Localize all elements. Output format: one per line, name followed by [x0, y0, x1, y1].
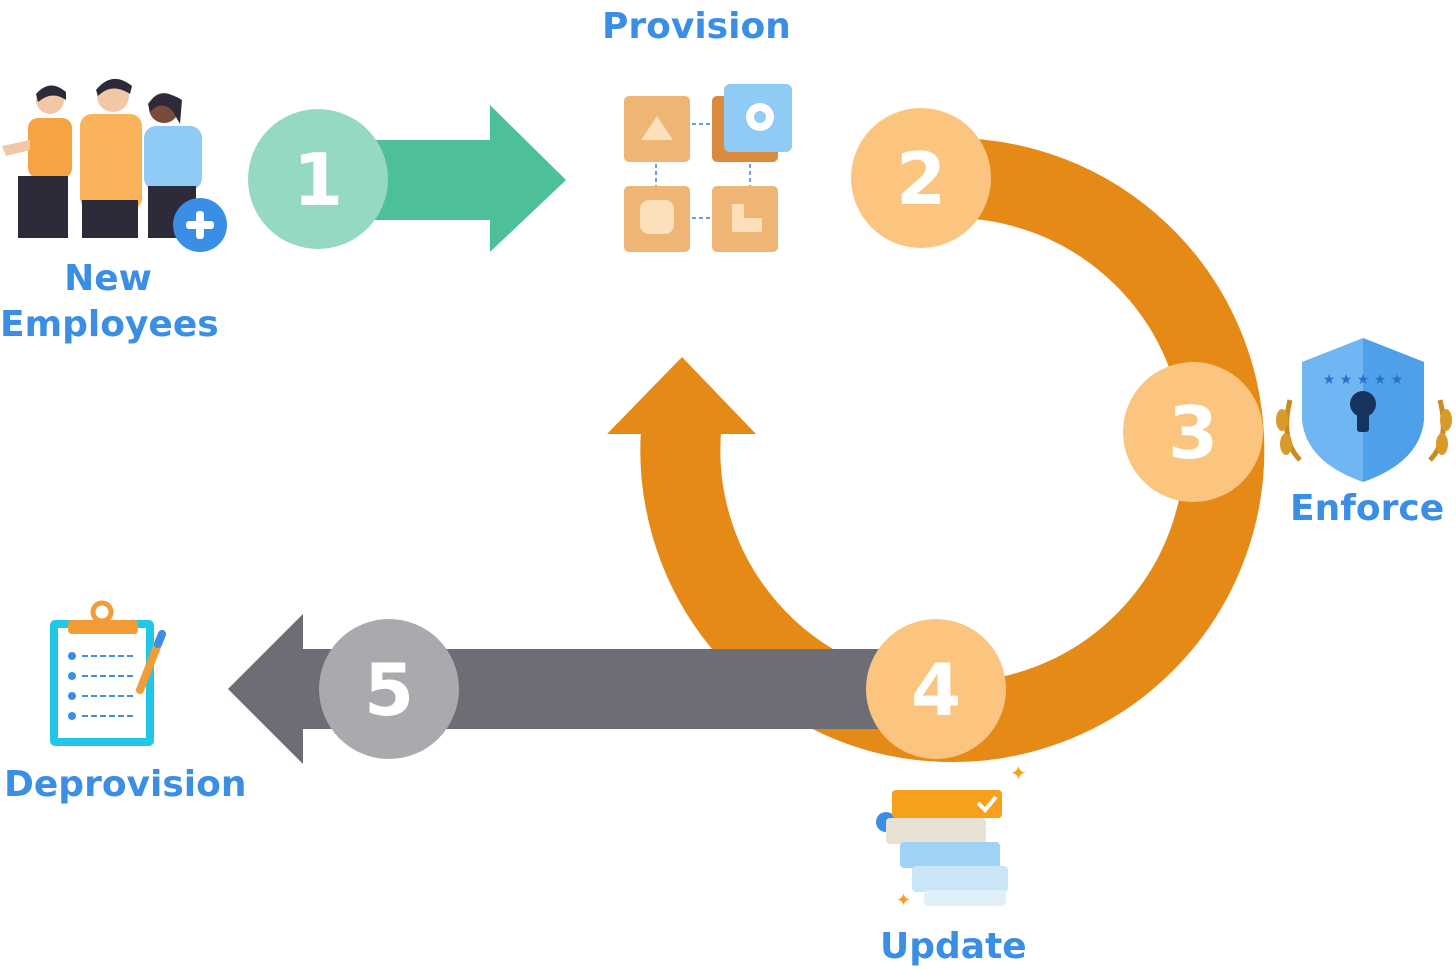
svg-text:✦: ✦ [896, 890, 911, 911]
deprovision-label: Deprovision [4, 764, 247, 805]
cycle-arrow-head [607, 357, 756, 434]
step-1: 1 [248, 109, 388, 249]
update-label: Update [880, 926, 1027, 967]
svg-text:★ ★ ★ ★ ★: ★ ★ ★ ★ ★ [1323, 372, 1404, 388]
app-grid-gear-icon [624, 84, 792, 252]
step-2: 2 [851, 108, 991, 248]
new-employees-label-line-2: Employees [0, 304, 219, 345]
step-5: 5 [319, 619, 459, 759]
provision-label: Provision [602, 6, 791, 47]
onboard-arrow-head [490, 105, 566, 252]
cycle-arrow-body [640, 138, 1265, 763]
enforce-label: Enforce [1290, 488, 1445, 529]
clipboard-checklist-icon [50, 600, 166, 746]
step-3-number: 3 [1168, 391, 1218, 475]
people-add-icon [2, 78, 227, 252]
step-4-number: 4 [911, 648, 961, 732]
offboard-arrow-head [228, 614, 303, 764]
step-1-number: 1 [293, 138, 343, 222]
step-4: 4 [866, 619, 1006, 759]
step-3: 3 [1123, 362, 1263, 502]
new-employees-label: New Employees [0, 256, 219, 348]
svg-text:✦: ✦ [1010, 761, 1027, 785]
step-2-number: 2 [896, 137, 946, 221]
step-5-number: 5 [364, 648, 414, 732]
stacked-tasks-icon: ✦ ✦ [876, 761, 1027, 911]
new-employees-label-line-1: New [64, 258, 152, 299]
shield-keyhole-icon: ★ ★ ★ ★ ★ [1276, 338, 1452, 482]
